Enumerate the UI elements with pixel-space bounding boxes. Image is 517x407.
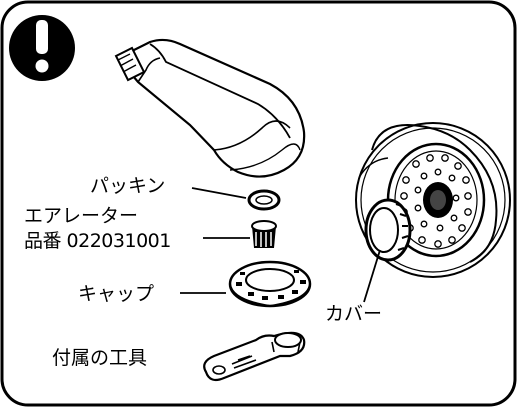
packing-ring <box>247 189 281 211</box>
part-number-label: 品番 022031001 <box>24 230 171 252</box>
leader-lines <box>180 187 381 303</box>
exclamation-warning-icon <box>9 15 75 81</box>
packing-label: パッキン <box>90 175 166 197</box>
cap-label: キャップ <box>78 283 155 305</box>
included-tool <box>203 331 306 382</box>
tool-label: 付属の工具 <box>52 347 148 369</box>
shower-head-body <box>114 38 306 178</box>
cap-ring <box>228 260 312 308</box>
aerator <box>251 220 277 248</box>
cover-label: カバー <box>325 303 383 325</box>
aerator-label: エアレーター <box>24 205 139 227</box>
cover-ring <box>364 198 412 262</box>
magnified-detail <box>355 122 511 278</box>
